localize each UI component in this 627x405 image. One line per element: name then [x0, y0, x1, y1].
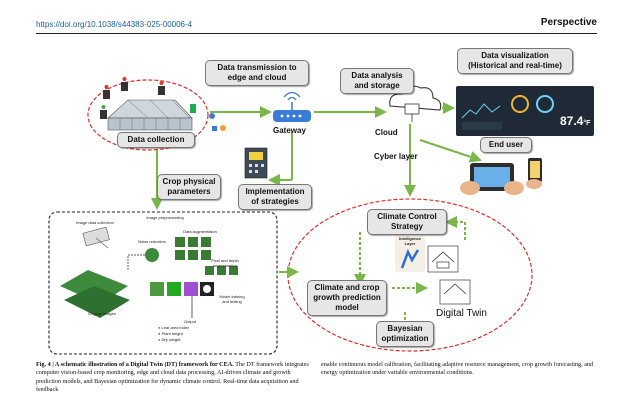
- pipeline-model-training: Model training and testing: [219, 294, 245, 304]
- pipeline-pixel-depth: Pixel and depth segmentation: [211, 258, 239, 268]
- cloud-icon: [389, 85, 442, 122]
- pipeline-nonlinear: Noise reduction: [138, 239, 166, 244]
- label-intelligence-layer: Intelligence Layer: [398, 236, 421, 246]
- label-cloud: Cloud: [375, 128, 398, 137]
- label-data-analysis: Data analysis and storage: [340, 68, 414, 94]
- intelligence-layer-icon: [395, 236, 425, 272]
- doi-link[interactable]: https://doi.org/10.1038/s44383-025-00006…: [36, 20, 193, 29]
- router-icon: [273, 91, 311, 122]
- label-data-collection: Data collection: [117, 132, 195, 148]
- greenhouse-ellipse: [87, 79, 209, 151]
- pipeline-arrow-1: [127, 254, 145, 270]
- label-digital-twin: Digital Twin: [436, 308, 487, 319]
- caption-col-2: enable continuous model calibration, fac…: [321, 361, 594, 377]
- end-user-devices-icon: [460, 158, 542, 195]
- header-rule: [36, 33, 597, 34]
- label-implementation: Implementation of strategies: [238, 184, 312, 210]
- greenhouse-twin-icons: [427, 245, 471, 305]
- label-gateway: Gateway: [273, 126, 306, 135]
- control-panel-icon: [244, 147, 268, 179]
- label-crop-physical: Crop physical parameters: [157, 174, 221, 200]
- greenhouse-icon: [107, 99, 193, 131]
- dashboard-reading: 87.4°F: [560, 114, 591, 128]
- plant-tray-icon: [60, 270, 130, 318]
- label-cyber-layer: Cyber layer: [374, 152, 418, 161]
- segmentation-images: [150, 282, 214, 296]
- label-data-visualization: Data visualization (Historical and real-…: [457, 48, 573, 74]
- pipeline-output-1: ● Leaf area index: [158, 325, 190, 330]
- caption-col-1: Fig. 4 | A schematic illustration of a D…: [36, 361, 309, 394]
- pipeline-output-title: Output: [183, 319, 196, 324]
- section-title: Perspective: [540, 17, 597, 28]
- label-climate-control: Climate Control Strategy: [367, 209, 447, 235]
- dt-loop-right: [445, 216, 466, 240]
- camera-icon: [82, 226, 110, 249]
- arrow-cloud-to-user: [419, 139, 482, 163]
- pipeline-output-2: ● Plant height: [158, 331, 183, 336]
- dashboard-panel: [456, 86, 594, 136]
- pipeline-image-preprocessing: Image preprocessing: [146, 215, 184, 220]
- sensor-icons: [100, 77, 196, 119]
- pipeline-data-augmentation: Data augmentation: [183, 229, 217, 234]
- pipeline-image-data-collection: Image data collection: [76, 220, 114, 225]
- label-bayesian: Bayesian optimization: [376, 321, 434, 347]
- label-data-transmission: Data transmission to edge and cloud: [205, 60, 309, 86]
- pipeline-output-3: ● Dry weight: [158, 337, 181, 342]
- label-prediction-model: Climate and crop growth prediction model: [307, 280, 387, 316]
- pipeline-original-images: Original images: [88, 311, 116, 316]
- small-device-icons: [209, 113, 226, 131]
- label-end-user: End user: [480, 137, 532, 153]
- augmentation-grid: [145, 237, 238, 275]
